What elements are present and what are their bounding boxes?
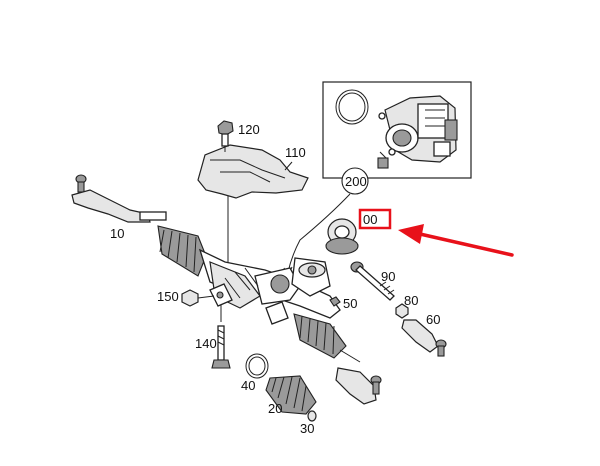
label-10: 10 <box>110 226 124 241</box>
callout-200: 200 <box>341 167 369 195</box>
right-bellows <box>293 313 347 359</box>
tie-rod-end-60: 60 <box>401 312 447 357</box>
label-120: 120 <box>238 122 260 137</box>
left-bellows <box>157 225 207 277</box>
label-60: 60 <box>426 312 440 327</box>
label-50: 50 <box>343 296 357 311</box>
label-40: 40 <box>241 378 255 393</box>
electric-motor-200 <box>377 95 458 169</box>
label-20: 20 <box>268 401 282 416</box>
label-90: 90 <box>381 269 395 284</box>
label-140: 140 <box>195 336 217 351</box>
label-100: 00 <box>363 212 377 227</box>
label-200: 200 <box>345 174 367 189</box>
inset-200: 200 <box>283 81 472 278</box>
clamp-30: 30 <box>300 410 317 436</box>
nut-80: 80 <box>395 293 418 319</box>
steering-rack <box>157 225 361 363</box>
ring-40: 40 <box>241 353 269 393</box>
leader-200 <box>287 193 351 273</box>
bolt-50: 50 <box>329 296 357 311</box>
nut-150: 150 <box>157 289 215 307</box>
tie-rod-end-right-lower <box>335 367 382 405</box>
boot-seal-100 <box>325 218 359 255</box>
label-80: 80 <box>404 293 418 308</box>
highlight-box-100: 00 <box>358 208 392 230</box>
label-30: 30 <box>300 421 314 436</box>
bolt-120: 120 <box>217 120 260 152</box>
bolt-140: 140 <box>195 305 231 369</box>
inner-tie-rod-90: 90 <box>350 261 395 301</box>
tie-rod-end-10: 10 <box>71 174 167 241</box>
heat-shield-110: 110 <box>197 144 309 268</box>
seal-ring-200 <box>335 89 369 125</box>
highlight-arrow <box>398 224 514 257</box>
label-150: 150 <box>157 289 179 304</box>
label-110: 110 <box>285 145 306 160</box>
bellows-20: 20 <box>265 375 317 416</box>
